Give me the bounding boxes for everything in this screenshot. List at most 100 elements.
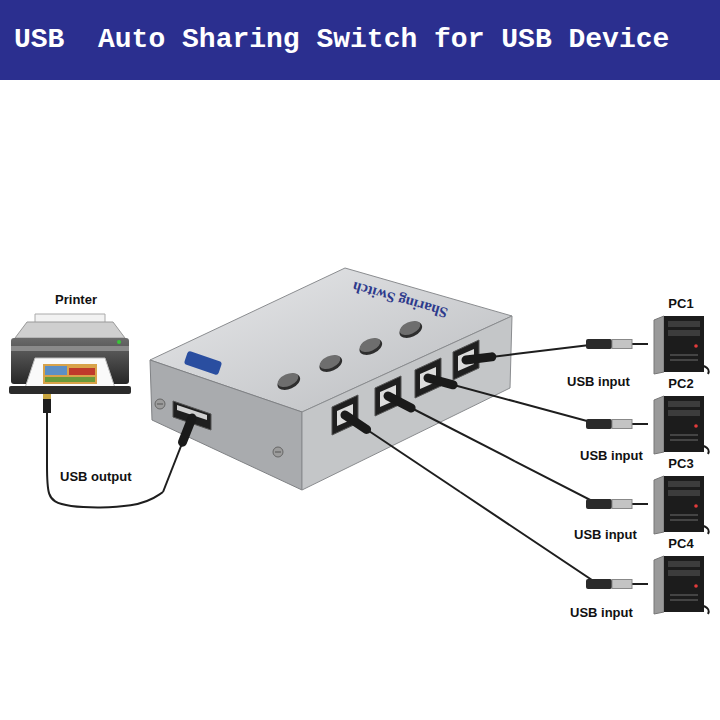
label-anchor: USB input	[565, 372, 632, 390]
pc-node: PC1	[648, 296, 714, 376]
cable-label: USB input	[572, 527, 639, 543]
print-picture	[45, 366, 67, 375]
print-picture	[45, 377, 95, 382]
cable-stub	[466, 354, 515, 360]
tower-front	[664, 556, 704, 612]
usb-plug	[586, 339, 632, 349]
tower-side	[654, 396, 664, 454]
power-cord	[704, 526, 709, 534]
drive-bay	[668, 490, 700, 496]
label-anchor: USB input	[572, 525, 639, 543]
brand-logo	[184, 351, 223, 376]
tower-front	[664, 316, 704, 372]
paper-tray	[25, 358, 115, 388]
usb-plug	[43, 399, 51, 413]
push-button	[317, 353, 345, 376]
label-anchor: USB output	[58, 467, 133, 485]
screw	[273, 447, 283, 457]
device-label: Printer	[5, 288, 135, 308]
vent	[670, 359, 698, 361]
print-picture	[43, 364, 97, 384]
cable-label: USB input	[568, 605, 635, 621]
tower-front	[664, 396, 704, 452]
push-button	[276, 370, 301, 390]
print-picture	[69, 368, 95, 375]
device-label: PC4	[648, 536, 714, 552]
usb-cable	[515, 461, 648, 504]
cable-stub	[388, 396, 515, 461]
power-cord	[704, 446, 709, 454]
usb-plug	[586, 579, 632, 589]
plug-head	[428, 378, 453, 385]
device-label: PC1	[648, 296, 714, 312]
push-button	[275, 371, 303, 394]
printer-node: Printer	[5, 288, 135, 413]
power-led	[694, 504, 698, 508]
plug-metal	[612, 340, 632, 349]
drive-bay	[668, 321, 700, 327]
plug-head	[345, 415, 367, 429]
power-led	[694, 424, 698, 428]
push-button	[358, 335, 383, 355]
title-text: USB Auto Sharing Switch for USB Device	[0, 0, 720, 80]
printer-panel	[11, 346, 129, 351]
plug-head	[388, 396, 411, 408]
device-label: PC3	[648, 456, 714, 472]
switch-side	[150, 360, 302, 490]
usb-plug	[586, 499, 632, 509]
plug-metal	[612, 420, 632, 429]
label-anchor: USB input	[568, 603, 635, 621]
cable-label: USB input	[565, 374, 632, 390]
vent	[670, 354, 698, 356]
printer-base	[9, 386, 131, 394]
usb-cable	[460, 492, 648, 584]
drive-bay	[668, 401, 700, 407]
vent	[670, 594, 698, 596]
pc-node: PC4	[648, 536, 714, 616]
drive-bay	[668, 330, 700, 336]
vent	[670, 599, 698, 601]
cable-stub	[428, 378, 515, 402]
power-cord	[704, 366, 709, 374]
drive-bay	[668, 570, 700, 576]
push-button	[318, 352, 343, 372]
switch-node: Sharing Switch	[148, 266, 515, 492]
drive-bay	[668, 410, 700, 416]
tower-front	[664, 476, 704, 532]
screw-slot	[275, 452, 281, 453]
illustration	[148, 266, 515, 492]
printer-led	[117, 340, 121, 344]
plug-metal	[612, 500, 632, 509]
plug-tip	[43, 394, 51, 399]
plug-metal	[612, 580, 632, 589]
drive-bay	[668, 561, 700, 567]
label-anchor: USB input	[578, 446, 645, 464]
push-button	[398, 318, 423, 338]
screw	[155, 399, 165, 409]
cable-label: USB input	[578, 448, 645, 464]
usb-cable	[47, 413, 163, 507]
cable-label: USB output	[58, 469, 133, 485]
screw-slot	[157, 404, 163, 405]
power-cord	[704, 606, 709, 614]
plug-head	[466, 357, 492, 360]
tower-side	[654, 476, 664, 534]
usb-plug	[586, 419, 632, 429]
drive-bay	[668, 481, 700, 487]
push-button	[397, 319, 425, 342]
tower-side	[654, 556, 664, 614]
printer-top	[15, 322, 125, 338]
device-label: PC2	[648, 376, 714, 392]
power-led	[694, 344, 698, 348]
vent	[670, 514, 698, 516]
cable-stub	[345, 415, 460, 492]
cable-stub	[163, 418, 192, 492]
vent	[670, 434, 698, 436]
pc-node: PC3	[648, 456, 714, 536]
plug-body	[586, 419, 612, 429]
pc-node: PC2	[648, 376, 714, 456]
push-button	[357, 336, 385, 359]
power-led	[694, 584, 698, 588]
vent	[670, 439, 698, 441]
